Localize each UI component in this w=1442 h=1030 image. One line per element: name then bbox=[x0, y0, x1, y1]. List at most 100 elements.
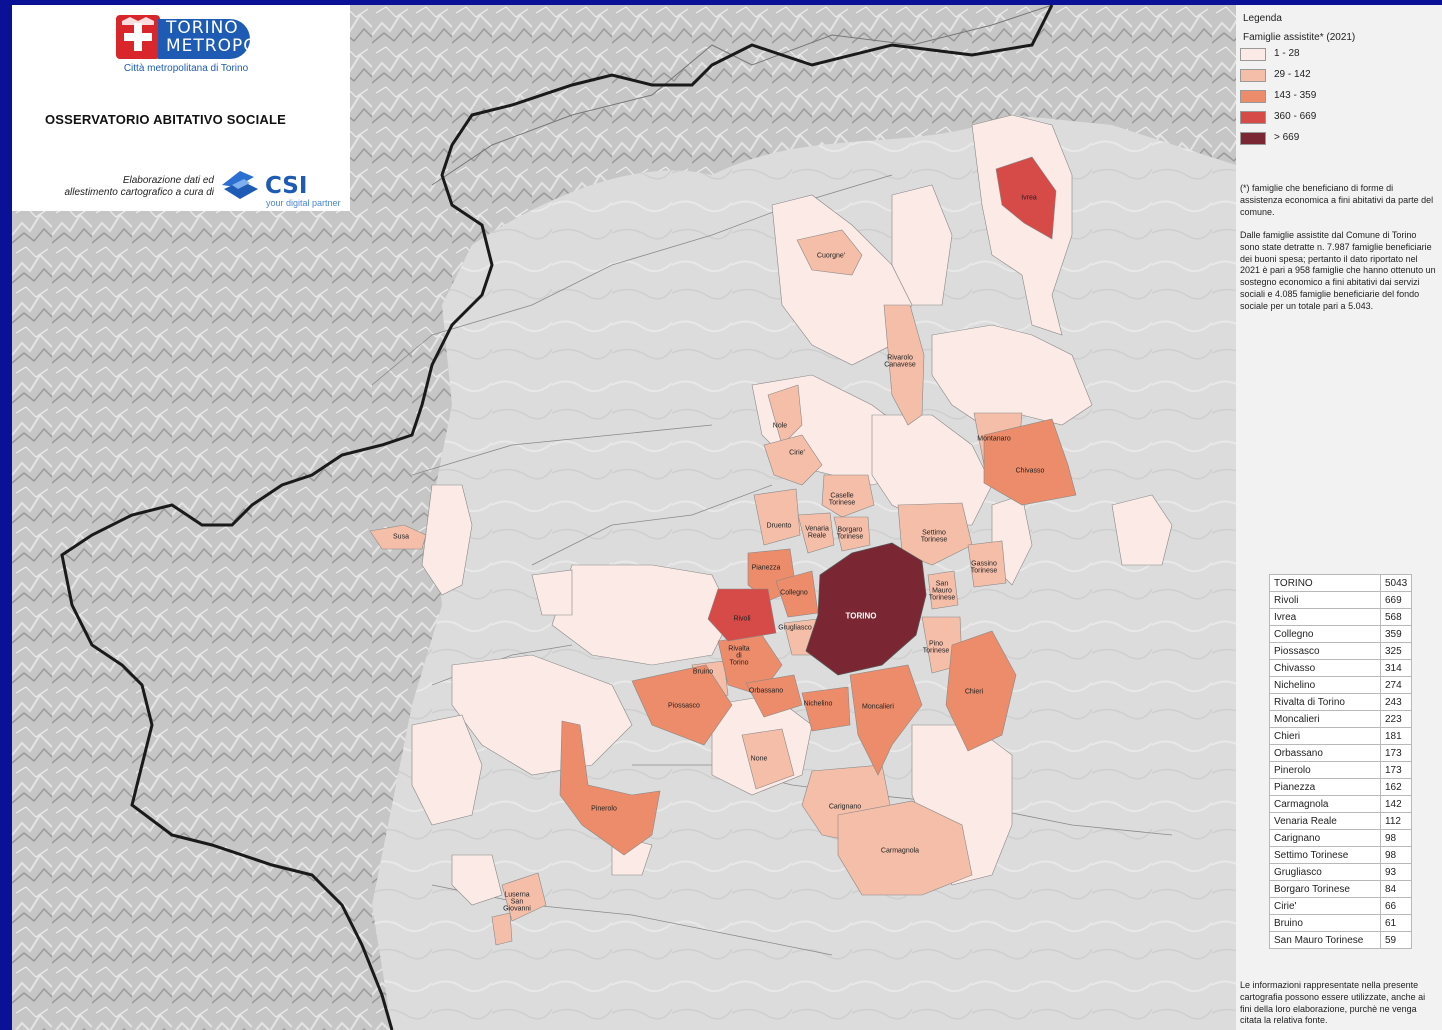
label-bruino: Bruino bbox=[692, 668, 714, 676]
municipality-name: Piossasco bbox=[1269, 642, 1381, 660]
assisted-families-value: 243 bbox=[1379, 693, 1413, 711]
label-rivarolo-1: Rivarolo bbox=[887, 354, 913, 362]
label-torino: TORINO bbox=[845, 611, 877, 621]
label-rivalta-2: di bbox=[736, 652, 742, 660]
assisted-families-value: 669 bbox=[1379, 591, 1413, 609]
label-sanmauro-3: Torinese bbox=[928, 594, 956, 602]
municipality-chivasso[interactable] bbox=[983, 418, 1077, 506]
municipality-none[interactable] bbox=[741, 728, 795, 790]
municipality-carmagnola[interactable] bbox=[837, 800, 973, 896]
municipality-sanmauro[interactable] bbox=[927, 570, 959, 610]
municipality-orbassano[interactable] bbox=[745, 674, 803, 718]
label-venaria-1: Venaria bbox=[805, 525, 829, 533]
assisted-families-value: 5043 bbox=[1379, 574, 1413, 592]
municipality-area[interactable] bbox=[411, 714, 483, 826]
municipality-name: Bruino bbox=[1269, 914, 1381, 932]
label-pianezza: Pianezza bbox=[751, 564, 781, 572]
municipality-rivoli[interactable] bbox=[707, 588, 777, 642]
legend-swatch bbox=[1240, 69, 1266, 82]
label-carignano: Carignano bbox=[828, 803, 862, 811]
assisted-families-value: 314 bbox=[1379, 659, 1413, 677]
legend-footnote: (*) famiglie che beneficiano di forme di… bbox=[1240, 183, 1434, 217]
municipality-rivarolo[interactable] bbox=[883, 304, 925, 426]
municipality-susa[interactable] bbox=[369, 524, 427, 550]
legend-label: 1 - 28 bbox=[1274, 48, 1300, 59]
page-title: OSSERVATORIO ABITATIVO SOCIALE bbox=[45, 112, 286, 127]
municipality-name: Pianezza bbox=[1269, 778, 1381, 796]
municipality-gassino[interactable] bbox=[967, 540, 1007, 588]
label-gassino-1: Gassino bbox=[971, 560, 997, 568]
label-luserna-2: San bbox=[510, 898, 524, 906]
label-none: None bbox=[750, 755, 768, 763]
municipality-nichelino[interactable] bbox=[801, 686, 851, 732]
municipality-area[interactable] bbox=[891, 184, 953, 306]
municipality-area[interactable] bbox=[451, 854, 503, 906]
municipality-ivrea[interactable] bbox=[995, 156, 1057, 240]
label-piossasco: Piossasco bbox=[668, 702, 700, 710]
municipality-area[interactable] bbox=[1111, 494, 1173, 566]
municipality-area[interactable] bbox=[871, 414, 993, 526]
label-susa: Susa bbox=[393, 533, 409, 541]
label-caselle-2: Torinese bbox=[828, 499, 856, 507]
municipality-name: Chieri bbox=[1269, 727, 1381, 745]
torino-metropoli-logo: TORINO METROPOLI Città metropolitana di … bbox=[116, 15, 273, 79]
municipality-borgaro[interactable] bbox=[833, 516, 871, 552]
label-pino-1: Pino bbox=[928, 640, 944, 648]
municipality-area[interactable] bbox=[491, 912, 513, 946]
legend-subtitle: Famiglie assistite* (2021) bbox=[1243, 32, 1356, 43]
assisted-families-value: 173 bbox=[1379, 761, 1413, 779]
table-row: Cirie'66 bbox=[1269, 897, 1413, 915]
label-orbassano: Orbassano bbox=[748, 687, 784, 695]
municipality-luserna[interactable] bbox=[501, 872, 547, 922]
municipality-druento[interactable] bbox=[753, 488, 801, 546]
label-pinerolo: Pinerolo bbox=[591, 805, 617, 813]
municipality-area[interactable] bbox=[551, 564, 733, 666]
municipality-area[interactable] bbox=[531, 569, 573, 616]
municipality-name: Venaria Reale bbox=[1269, 812, 1381, 830]
municipality-name: Rivalta di Torino bbox=[1269, 693, 1381, 711]
legend-label: 360 - 669 bbox=[1274, 111, 1317, 122]
municipality-cirie[interactable] bbox=[763, 434, 823, 486]
municipality-venaria[interactable] bbox=[797, 512, 835, 554]
municipality-name: Carmagnola bbox=[1269, 795, 1381, 813]
municipality-chieri[interactable] bbox=[945, 630, 1017, 752]
municipality-caselle[interactable] bbox=[821, 474, 875, 518]
logo-emblem bbox=[116, 15, 160, 59]
label-grugliasco: Grugliasco bbox=[778, 624, 812, 632]
municipality-settimo[interactable] bbox=[897, 502, 973, 566]
municipality-nole[interactable] bbox=[767, 384, 803, 446]
municipality-torino[interactable] bbox=[805, 542, 927, 676]
province-border bbox=[60, 5, 1054, 1030]
csi-logo-icon bbox=[218, 167, 262, 203]
municipality-piossasco[interactable] bbox=[631, 664, 733, 746]
legend-label: 29 - 142 bbox=[1274, 69, 1311, 80]
municipality-area[interactable] bbox=[421, 484, 473, 596]
municipality-name: Chivasso bbox=[1269, 659, 1381, 677]
municipality-moncalieri[interactable] bbox=[849, 664, 923, 776]
logo-line-1: TORINO bbox=[166, 18, 239, 38]
assisted-families-value: 112 bbox=[1379, 812, 1413, 830]
legend-torino-note: Dalle famiglie assistite dal Comune di T… bbox=[1240, 230, 1436, 311]
label-borgaro-2: Torinese bbox=[836, 533, 864, 541]
label-moncalieri: Moncalieri bbox=[862, 703, 894, 711]
assisted-families-value: 59 bbox=[1379, 931, 1413, 949]
label-caselle-1: Caselle bbox=[830, 492, 854, 500]
municipality-pinerolo[interactable] bbox=[559, 720, 661, 856]
municipality-area[interactable] bbox=[931, 324, 1093, 426]
municipality-cuorgne[interactable] bbox=[796, 229, 863, 276]
assisted-families-value: 568 bbox=[1379, 608, 1413, 626]
legend-swatch bbox=[1240, 132, 1266, 145]
label-settimo-2: Torinese bbox=[920, 536, 948, 544]
assisted-families-value: 173 bbox=[1379, 744, 1413, 762]
assisted-families-value: 325 bbox=[1379, 642, 1413, 660]
